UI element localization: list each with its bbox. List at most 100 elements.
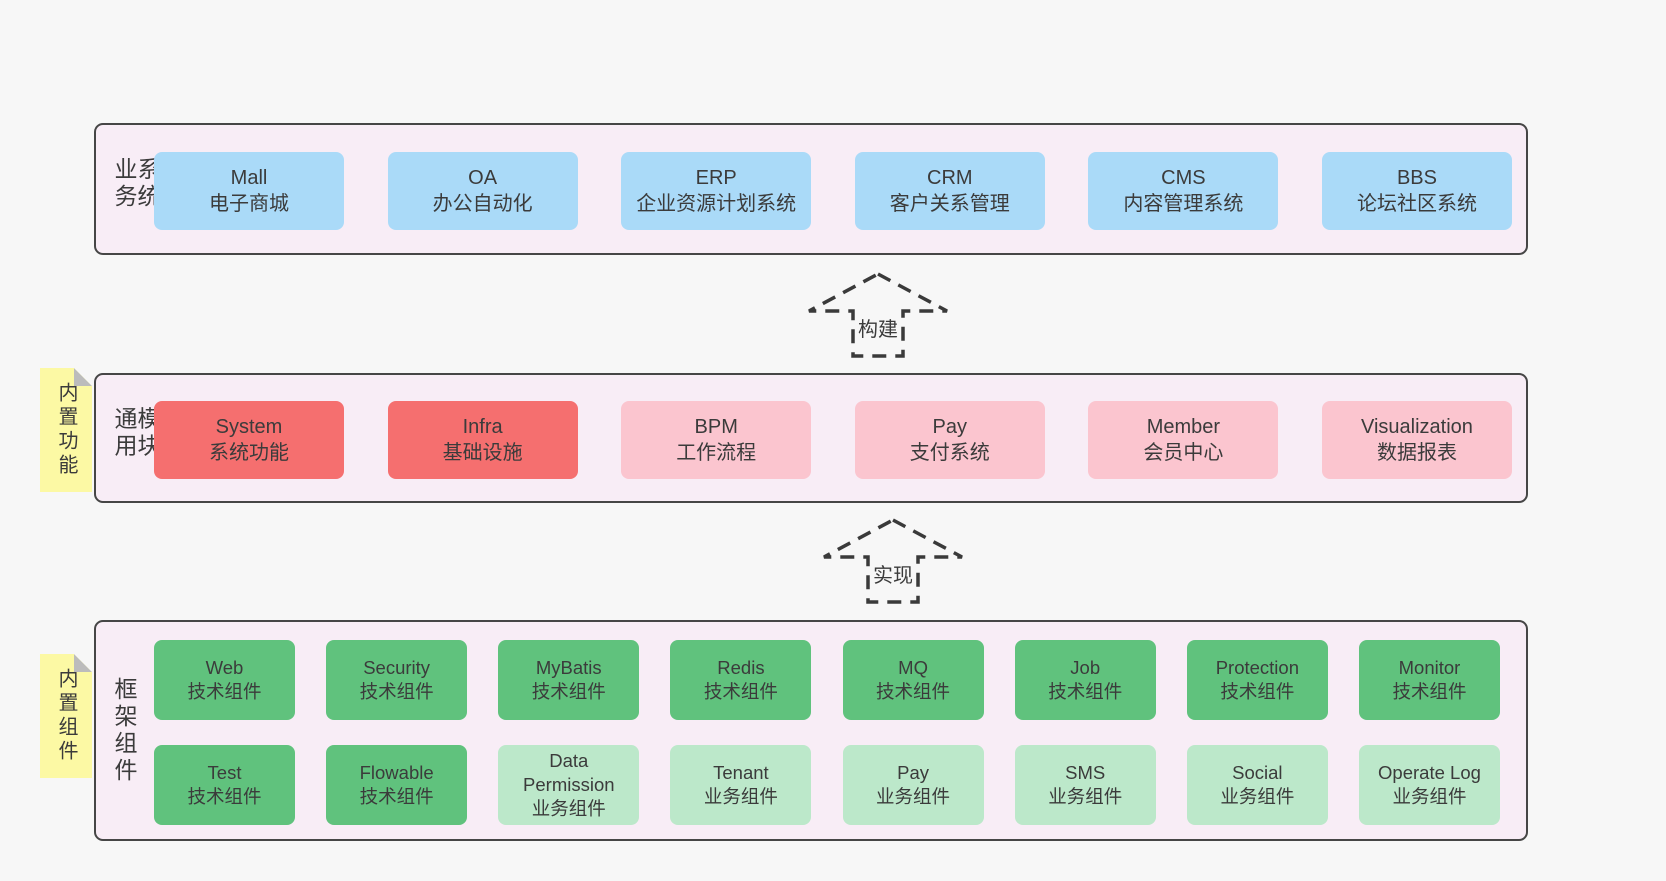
box-title: Visualization	[1361, 415, 1473, 438]
business-systems-row: Mall 电子商城 OA 办公自动化 ERP 企业资源计划系统 CRM 客户关系…	[154, 152, 1512, 230]
box-subtitle: 电子商城	[209, 193, 289, 215]
box-web: Web 技术组件	[154, 640, 295, 720]
box-title: OA	[468, 166, 498, 189]
box-title: Tenant	[713, 761, 769, 783]
box-subtitle: 业务组件	[531, 798, 606, 820]
box-subtitle: 办公自动化	[432, 193, 533, 215]
box-bbs: BBS 论坛社区系统	[1321, 152, 1512, 230]
box-title: Protection	[1215, 656, 1299, 678]
box-oa: OA 办公自动化	[387, 152, 578, 230]
box-subtitle: 技术组件	[703, 681, 778, 702]
box-title: Security	[363, 656, 431, 678]
box-title: Flowable	[359, 761, 434, 783]
sticky-note-label: 内置组件	[55, 668, 77, 764]
box-subtitle: 业务组件	[1392, 786, 1467, 807]
box-operate-log: Operate Log 业务组件	[1358, 745, 1500, 825]
band-framework-components-label: 框架组件	[111, 676, 137, 785]
box-security: Security 技术组件	[326, 640, 468, 720]
box-title: Test	[207, 761, 242, 783]
box-mall: Mall 电子商城	[154, 152, 344, 230]
box-subtitle: 会员中心	[1143, 442, 1224, 464]
box-title: MyBatis	[535, 656, 602, 678]
box-protection: Protection 技术组件	[1186, 640, 1328, 720]
arrow-implement-label: 实现	[871, 559, 915, 588]
box-bpm: BPM 工作流程	[621, 401, 812, 479]
box-subtitle: 业务组件	[876, 786, 951, 807]
box-infra: Infra 基础设施	[387, 401, 578, 479]
box-title: System	[215, 415, 283, 438]
box-monitor: Monitor 技术组件	[1358, 640, 1500, 720]
box-subtitle: 技术组件	[1392, 681, 1467, 702]
box-title: Infra	[462, 415, 503, 438]
box-redis: Redis 技术组件	[670, 640, 812, 720]
sticky-note-label: 内置功能	[55, 382, 77, 478]
framework-components-row-1: Web 技术组件 Security 技术组件 MyBatis 技术组件 Redi…	[154, 640, 1500, 720]
box-subtitle: 内容管理系统	[1123, 193, 1244, 215]
sticky-note-builtin-features: 内置功能	[40, 368, 92, 492]
sticky-fold-corner-icon	[74, 368, 92, 386]
box-title: Member	[1146, 415, 1221, 438]
box-title: CMS	[1161, 166, 1206, 189]
sticky-fold-corner-icon	[74, 654, 92, 672]
box-social: Social 业务组件	[1186, 745, 1328, 825]
box-pay-biz: Pay 业务组件	[842, 745, 984, 825]
arrow-implement: 实现	[821, 517, 965, 605]
sticky-note-builtin-components: 内置组件	[40, 654, 92, 778]
box-subtitle: 工作流程	[676, 442, 757, 464]
arrow-build-label: 构建	[856, 313, 900, 342]
box-erp: ERP 企业资源计划系统	[621, 152, 812, 230]
box-title: BBS	[1396, 166, 1437, 189]
box-title: Web	[205, 656, 244, 678]
box-title: Mall	[230, 166, 268, 189]
box-title: Operate Log	[1378, 761, 1481, 783]
box-sms: SMS 业务组件	[1014, 745, 1156, 825]
box-mybatis: MyBatis 技术组件	[498, 640, 640, 720]
box-data-permission: Data Permission 业务组件	[498, 745, 640, 825]
box-title: Pay	[897, 761, 929, 783]
box-test: Test 技术组件	[154, 745, 295, 825]
box-job: Job 技术组件	[1014, 640, 1156, 720]
box-subtitle: 支付系统	[909, 442, 990, 464]
box-title: Job	[1070, 656, 1101, 678]
box-subtitle: 技术组件	[187, 786, 262, 807]
band-common-modules: 通用模块 System 系统功能 Infra 基础设施 BPM 工作流程 Pay…	[94, 373, 1528, 503]
box-subtitle: 业务组件	[1220, 786, 1295, 807]
box-title: SMS	[1065, 761, 1106, 783]
box-subtitle: 技术组件	[1048, 681, 1123, 702]
box-pay: Pay 支付系统	[854, 401, 1045, 479]
box-title: BPM	[694, 415, 738, 438]
box-subtitle: 技术组件	[876, 681, 951, 702]
box-subtitle: 技术组件	[359, 681, 434, 702]
band-common-modules-label: 通用模块	[111, 406, 160, 461]
arrow-build: 构建	[806, 271, 950, 359]
box-subtitle: 论坛社区系统	[1356, 193, 1477, 215]
box-tenant: Tenant 业务组件	[670, 745, 812, 825]
box-subtitle: 数据报表	[1376, 442, 1457, 464]
box-title: ERP	[695, 166, 737, 189]
box-subtitle: 技术组件	[359, 786, 434, 807]
box-title: Data Permission	[523, 749, 615, 795]
band-business-systems: 业务系统 Mall 电子商城 OA 办公自动化 ERP 企业资源计划系统 CRM…	[94, 123, 1528, 255]
box-subtitle: 系统功能	[209, 442, 289, 464]
box-flowable: Flowable 技术组件	[326, 745, 468, 825]
box-title: Social	[1232, 761, 1283, 783]
box-subtitle: 技术组件	[187, 681, 262, 702]
box-title: CRM	[927, 166, 973, 189]
box-cms: CMS 内容管理系统	[1088, 152, 1279, 230]
box-subtitle: 企业资源计划系统	[636, 193, 797, 215]
box-subtitle: 业务组件	[1048, 786, 1123, 807]
framework-components-row-2: Test 技术组件 Flowable 技术组件 Data Permission …	[154, 745, 1500, 825]
box-crm: CRM 客户关系管理	[854, 152, 1045, 230]
box-title: MQ	[898, 656, 928, 678]
box-title: Monitor	[1398, 656, 1461, 678]
box-title: Redis	[717, 656, 765, 678]
band-business-systems-label: 业务系统	[111, 157, 160, 211]
box-title: Pay	[932, 415, 968, 438]
common-modules-row: System 系统功能 Infra 基础设施 BPM 工作流程 Pay 支付系统…	[154, 401, 1512, 479]
box-visualization: Visualization 数据报表	[1321, 401, 1512, 479]
box-subtitle: 技术组件	[1220, 681, 1295, 702]
box-subtitle: 业务组件	[703, 786, 778, 807]
box-subtitle: 基础设施	[442, 442, 523, 464]
box-subtitle: 技术组件	[531, 681, 606, 702]
